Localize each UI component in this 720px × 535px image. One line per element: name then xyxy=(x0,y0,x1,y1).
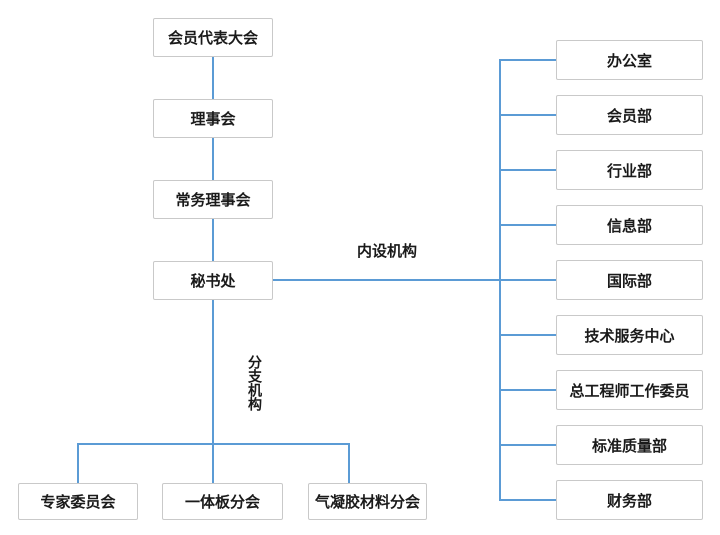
branch-orgs-label: 分支机构 xyxy=(246,355,262,411)
connector-to-office xyxy=(501,59,556,61)
connector-to-chief-engineer-committee xyxy=(501,389,556,391)
branches-distribution-line xyxy=(77,443,350,445)
connector-to-international-dept xyxy=(501,279,556,281)
node-integrated-board-branch: 一体板分会 xyxy=(162,483,283,520)
node-membership-dept: 会员部 xyxy=(556,95,703,135)
node-international-dept: 国际部 xyxy=(556,260,703,300)
node-secretariat: 秘书处 xyxy=(153,261,273,300)
connector-to-information-dept xyxy=(501,224,556,226)
node-tech-service-center: 技术服务中心 xyxy=(556,315,703,355)
connector-to-industry-dept xyxy=(501,169,556,171)
node-standards-quality-dept: 标准质量部 xyxy=(556,425,703,465)
node-aerogel-materials-branch: 气凝胶材料分会 xyxy=(308,483,427,520)
departments-trunk-line xyxy=(499,59,501,501)
connector-to-tech-service-center xyxy=(501,334,556,336)
drop-to-expert-committee xyxy=(77,445,79,483)
node-member-congress: 会员代表大会 xyxy=(153,18,273,57)
connector-congress-to-council xyxy=(212,57,214,99)
drop-to-aerogel-materials-branch xyxy=(348,445,350,483)
connector-to-standards-quality-dept xyxy=(501,444,556,446)
node-industry-dept: 行业部 xyxy=(556,150,703,190)
node-office: 办公室 xyxy=(556,40,703,80)
node-standing-council: 常务理事会 xyxy=(153,180,273,219)
connector-secretariat-to-departments xyxy=(273,279,501,281)
node-finance-dept: 财务部 xyxy=(556,480,703,520)
connector-council-to-standing xyxy=(212,138,214,180)
node-expert-committee: 专家委员会 xyxy=(18,483,138,520)
connector-to-finance-dept xyxy=(501,499,556,501)
node-council: 理事会 xyxy=(153,99,273,138)
node-information-dept: 信息部 xyxy=(556,205,703,245)
internal-orgs-label: 内设机构 xyxy=(356,242,417,260)
connector-secretariat-to-branches xyxy=(212,300,214,445)
node-chief-engineer-committee: 总工程师工作委员 xyxy=(556,370,703,410)
connector-standing-to-secretariat xyxy=(212,219,214,261)
connector-to-membership-dept xyxy=(501,114,556,116)
drop-to-integrated-board-branch xyxy=(212,445,214,483)
